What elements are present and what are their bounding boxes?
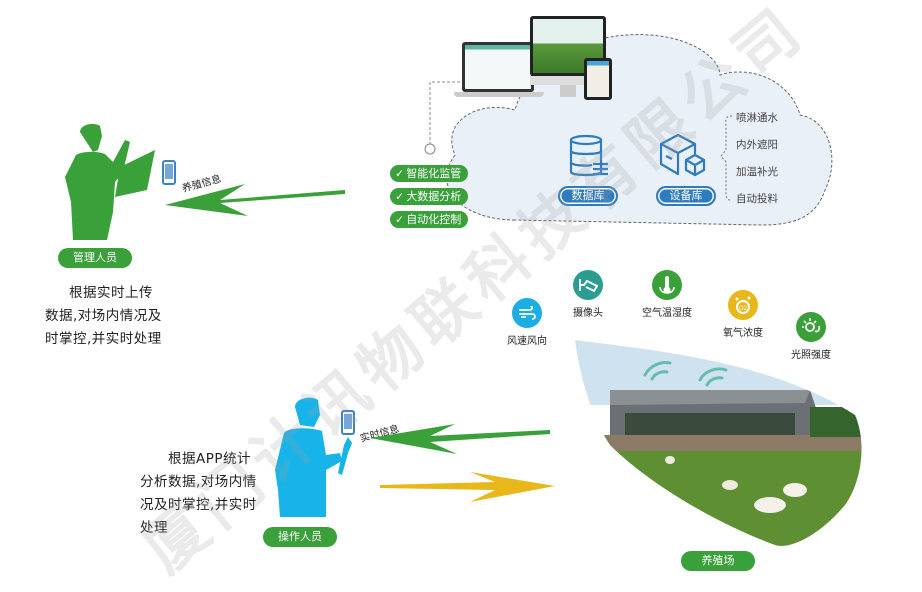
check-icon: ✓ <box>395 167 405 180</box>
sensor-oxygen: O2 氧气浓度 <box>708 290 778 339</box>
function-item: 自动投料 <box>736 193 778 205</box>
phone-icon <box>162 160 176 185</box>
farm-label: 养殖场 <box>681 551 755 571</box>
operator-description: 根据APP统计 分析数据,对场内情 况及时掌控,并实时 处理 <box>140 451 257 536</box>
device-library-label: 设备库 <box>656 186 716 206</box>
sensor-wind: 风速风向 <box>492 298 562 347</box>
oxygen-icon: O2 <box>728 290 758 320</box>
arrow-to-operator <box>370 424 550 454</box>
manager-label: 管理人员 <box>58 248 132 268</box>
sensor-camera: 摄像头 <box>553 270 623 319</box>
feature-big-data: ✓大数据分析 <box>390 188 469 205</box>
manager-silhouette <box>65 124 155 240</box>
connector-line <box>424 81 470 155</box>
farm-image <box>575 340 862 546</box>
laptop <box>462 42 534 92</box>
devices-illustration <box>454 14 622 110</box>
arrow-to-manager <box>165 184 345 216</box>
operator-silhouette <box>275 397 352 517</box>
sensor-air-temp-humidity: 空气温湿度 <box>632 270 702 319</box>
tablet <box>584 58 612 100</box>
feature-automation: ✓自动化控制 <box>390 211 469 228</box>
database-label: 数据库 <box>558 186 618 206</box>
manager-description: 根据实时上传 数据,对场内情况及 时掌控,并实时处理 <box>45 285 162 347</box>
function-item: 喷淋通水 <box>736 112 778 124</box>
function-item: 内外遮阳 <box>736 139 778 151</box>
function-item: 加温补光 <box>736 166 778 178</box>
operator-label: 操作人员 <box>263 527 337 547</box>
check-icon: ✓ <box>395 213 405 226</box>
brace-divider <box>720 115 733 201</box>
wind-icon <box>512 298 542 328</box>
camera-icon <box>573 270 603 300</box>
svg-text:O2: O2 <box>739 306 748 312</box>
phone-icon <box>341 410 355 435</box>
sun-icon <box>796 312 826 342</box>
arrow-to-farm <box>380 472 555 502</box>
feature-smart-supervision: ✓智能化监管 <box>390 165 469 182</box>
device-box-icon <box>659 133 706 177</box>
database-icon <box>569 134 608 177</box>
sensor-light: 光照强度 <box>776 312 846 361</box>
thermometer-icon <box>652 270 682 300</box>
check-icon: ✓ <box>395 190 405 203</box>
